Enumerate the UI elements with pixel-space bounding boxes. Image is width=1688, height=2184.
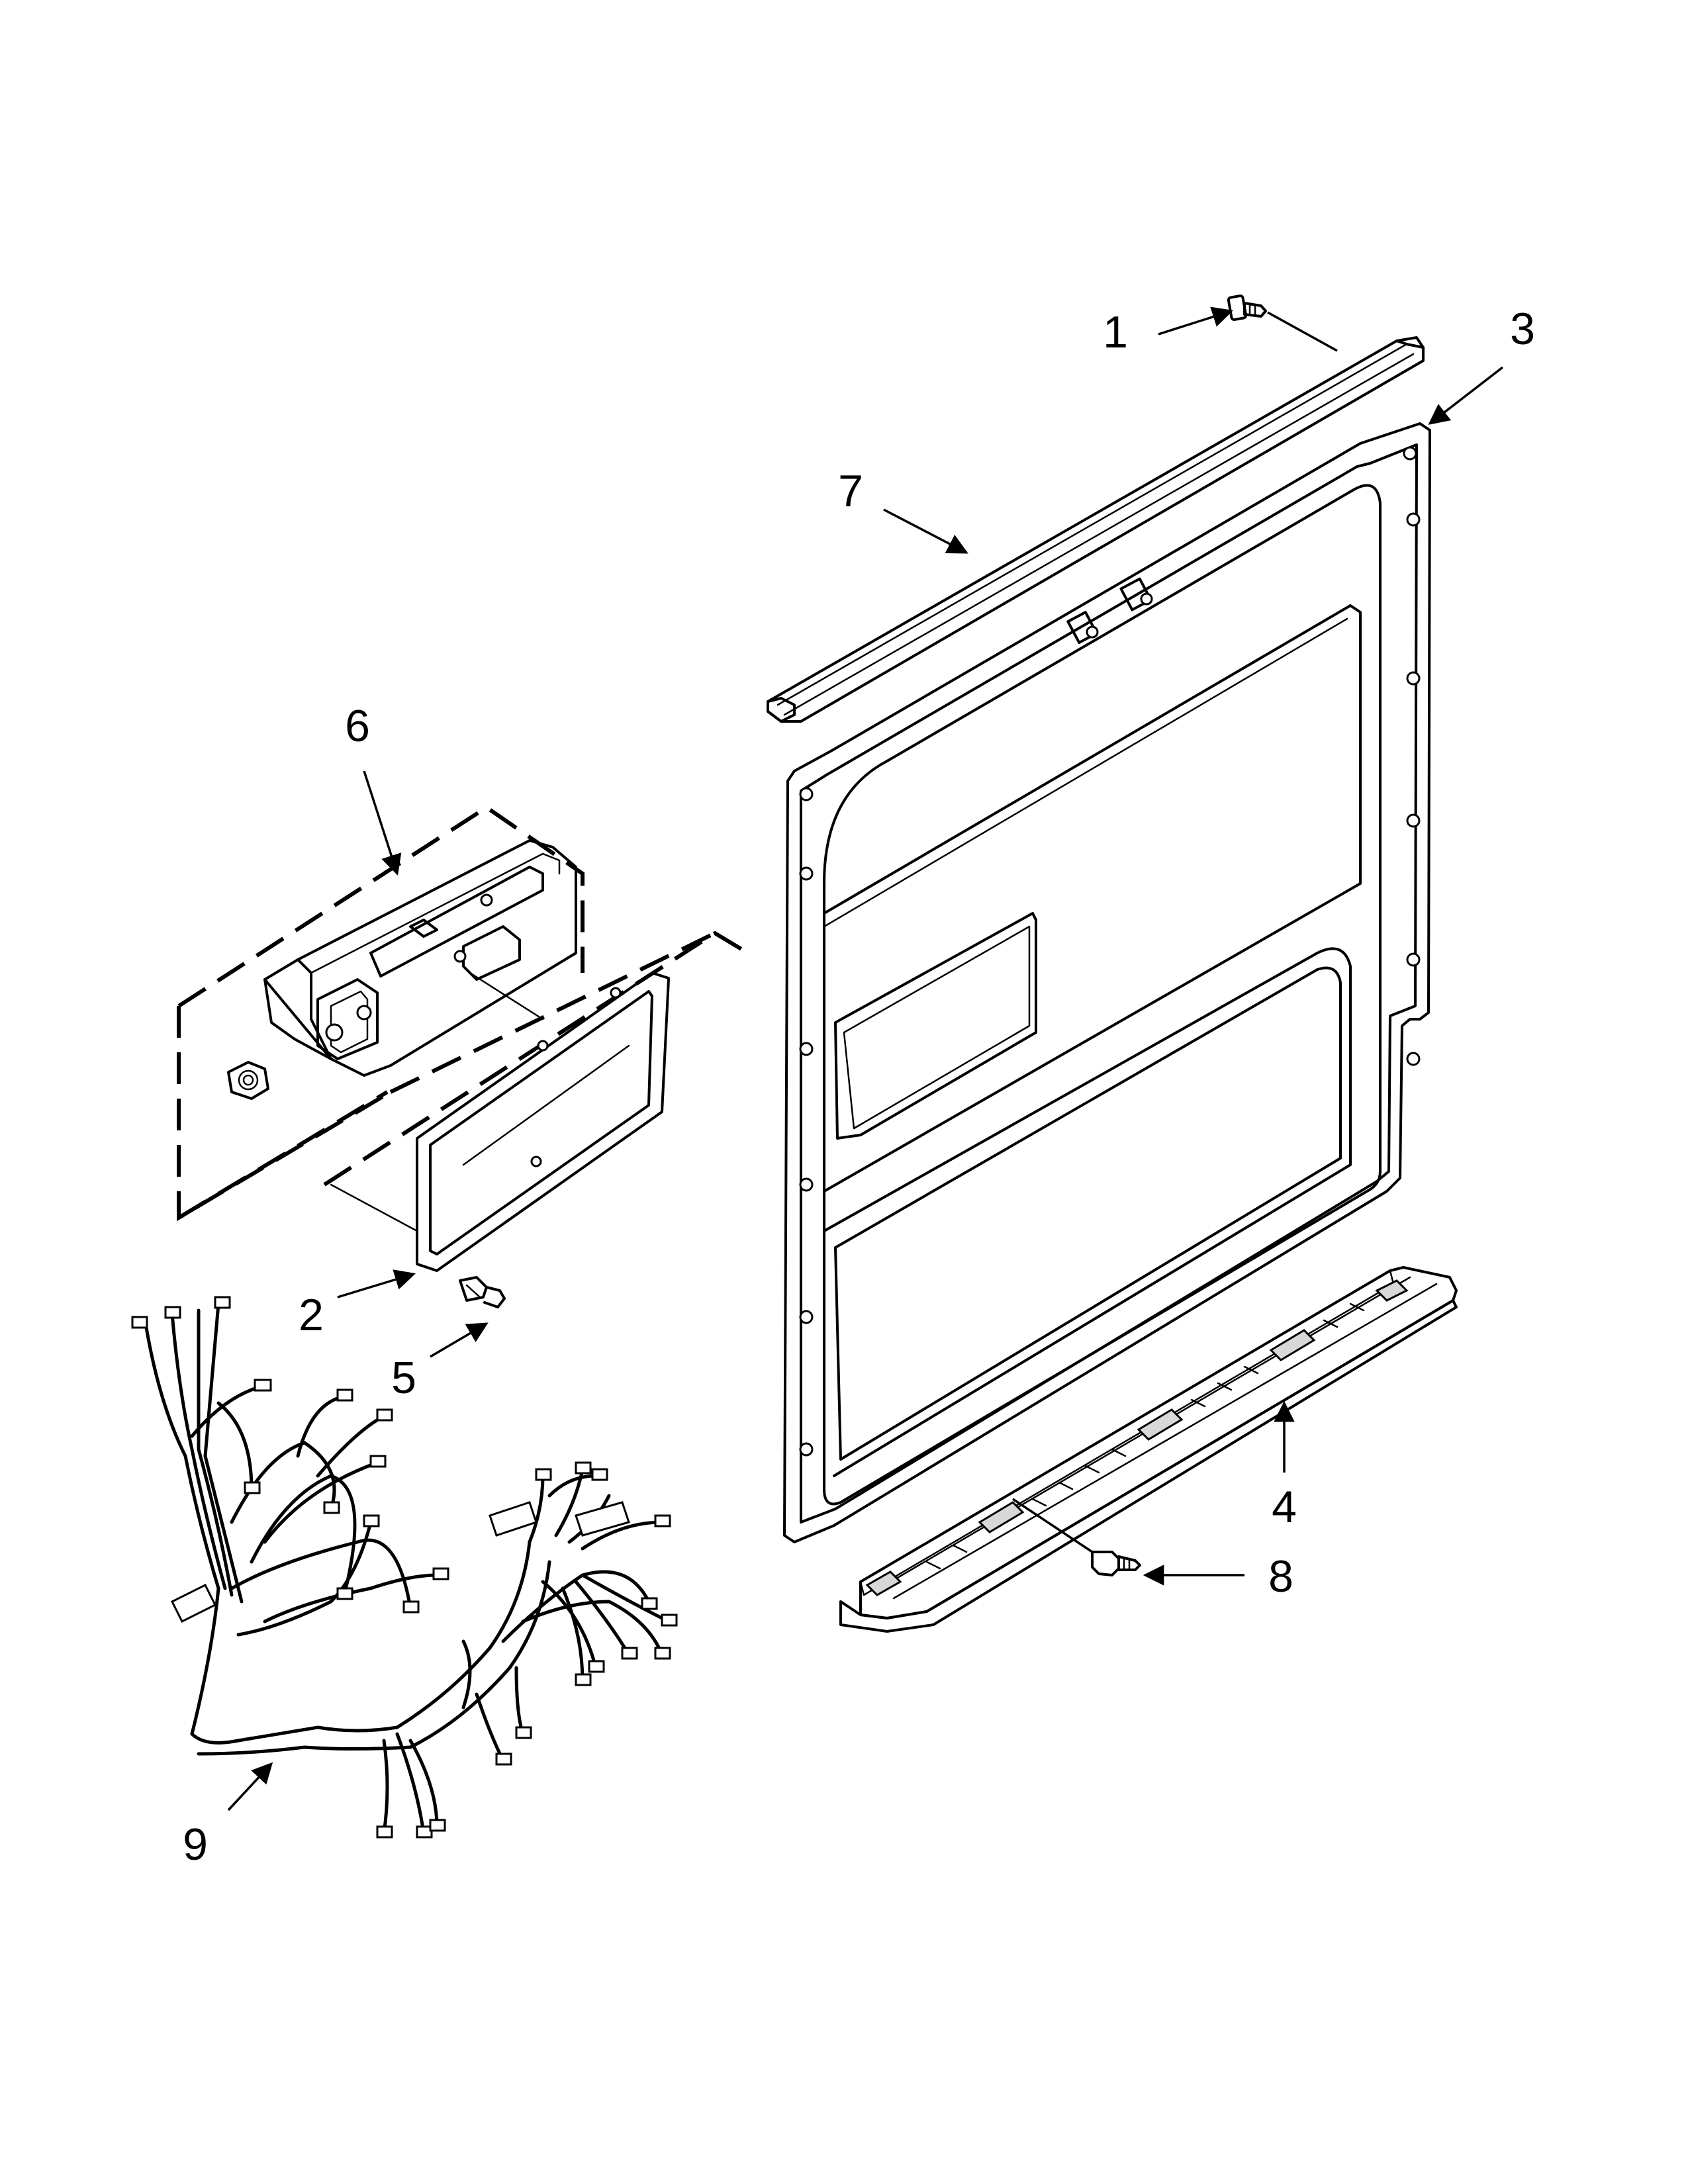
leader-3 (1428, 366, 1504, 425)
callout-9: 9 (183, 1819, 208, 1870)
module-gasket (330, 972, 670, 1272)
screw-bottom (1012, 1498, 1141, 1576)
door-top-gasket (767, 336, 1425, 723)
leader-1 (1158, 306, 1234, 336)
callout-7: 7 (838, 466, 863, 516)
callout-labels: 1 2 3 4 5 6 7 8 9 (183, 304, 1535, 1870)
leader-2 (337, 1269, 416, 1298)
harness-connectors (131, 1296, 678, 1839)
leader-5 (430, 1322, 489, 1358)
leader-9 (227, 1762, 273, 1811)
callout-4: 4 (1272, 1482, 1297, 1532)
panel-screw-holes (799, 446, 1421, 1457)
screw-top (1227, 294, 1338, 352)
callout-2: 2 (299, 1290, 324, 1340)
callout-8: 8 (1268, 1551, 1293, 1602)
inner-door-panel (783, 422, 1431, 1543)
callout-5: 5 (391, 1353, 416, 1403)
door-bottom-trim (839, 1266, 1458, 1633)
leader-6 (363, 770, 402, 876)
callout-leaders (227, 306, 1504, 1811)
callout-3: 3 (1510, 304, 1535, 354)
wire-harness (131, 1296, 678, 1839)
leader-7 (883, 508, 968, 554)
screw-gasket (459, 1276, 506, 1308)
callout-6: 6 (345, 701, 370, 751)
control-module-assembly (177, 805, 749, 1222)
hex-nut (227, 1061, 269, 1100)
callout-1: 1 (1103, 307, 1128, 357)
